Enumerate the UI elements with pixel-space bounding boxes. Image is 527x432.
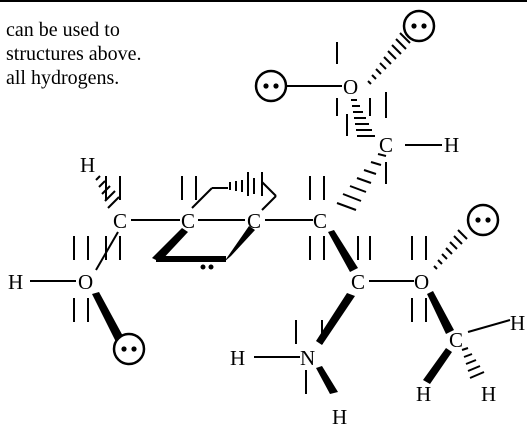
atom-h-methyl-bl: H	[416, 382, 431, 406]
atom-c-upper: C	[379, 133, 393, 157]
bond-ring-bottom-bold-right	[224, 226, 255, 262]
bond-ring-right	[261, 181, 277, 197]
atom-c-left: C	[113, 209, 127, 233]
caption-line-1: can be used to	[6, 19, 120, 41]
lone-pair-right	[466, 203, 500, 237]
bond-c-lower-n-wedge	[316, 293, 355, 345]
bond-n-h-bottom-wedge	[316, 366, 338, 394]
caption-line-3: all hydrogens.	[6, 67, 120, 89]
bond-c-upper-c-chain-hashed	[336, 153, 387, 211]
atom-c-chain: C	[313, 209, 327, 233]
lone-pair-top	[402, 9, 436, 43]
bond-c-chain-c-lower-wedge	[328, 230, 358, 272]
lone-pair-bottom-left	[112, 332, 146, 366]
caption-text: can be used to structures above. all hyd…	[0, 18, 240, 90]
bond-c-methyl-h-bl-wedge	[423, 348, 452, 384]
atom-o-top: O	[343, 75, 358, 99]
bond-o-right-lonepair-hashed	[433, 229, 468, 270]
bond-c-methyl-h-br-hashed	[461, 347, 485, 379]
bond-h-c-left-hashed	[95, 175, 120, 209]
atom-h-upper-c: H	[444, 133, 459, 157]
bond-ring-bottom-bold-left	[152, 228, 188, 262]
tick-marks	[73, 42, 427, 394]
bond-ring-top-left	[191, 187, 213, 209]
atom-c-ring1: C	[181, 209, 195, 233]
bond-ring-top-right-hashed	[229, 178, 255, 194]
bond-c-methyl-h-right	[467, 319, 511, 333]
bond-o-left-lonepair-wedge	[92, 292, 124, 342]
atom-h-methyl-right: H	[510, 311, 525, 335]
atom-o-left: O	[78, 270, 93, 294]
ring-lone-pair-dot-2	[208, 264, 214, 270]
bond-o-right-c-methyl-wedge	[427, 291, 454, 334]
atom-c-methyl: C	[449, 328, 463, 352]
lone-pair-left	[254, 69, 288, 103]
atom-h-n-bottom: H	[332, 405, 347, 429]
atom-h-left-o: H	[8, 270, 23, 294]
bond-o-top-c-upper-hashed	[351, 99, 375, 137]
atom-h-n-left: H	[230, 346, 245, 370]
atom-c-ring2: C	[247, 209, 261, 233]
bond-ring-right-down	[261, 195, 277, 211]
atom-h-left-c: H	[80, 153, 95, 177]
atom-c-lower: C	[351, 270, 365, 294]
bond-o-top-lonepair-hashed	[367, 32, 411, 85]
ring-lone-pair-dot-1	[200, 264, 206, 270]
atom-n: N	[300, 346, 315, 370]
atom-o-right: O	[414, 270, 429, 294]
atom-h-methyl-br: H	[481, 382, 496, 406]
caption-line-2: structures above.	[6, 43, 142, 65]
